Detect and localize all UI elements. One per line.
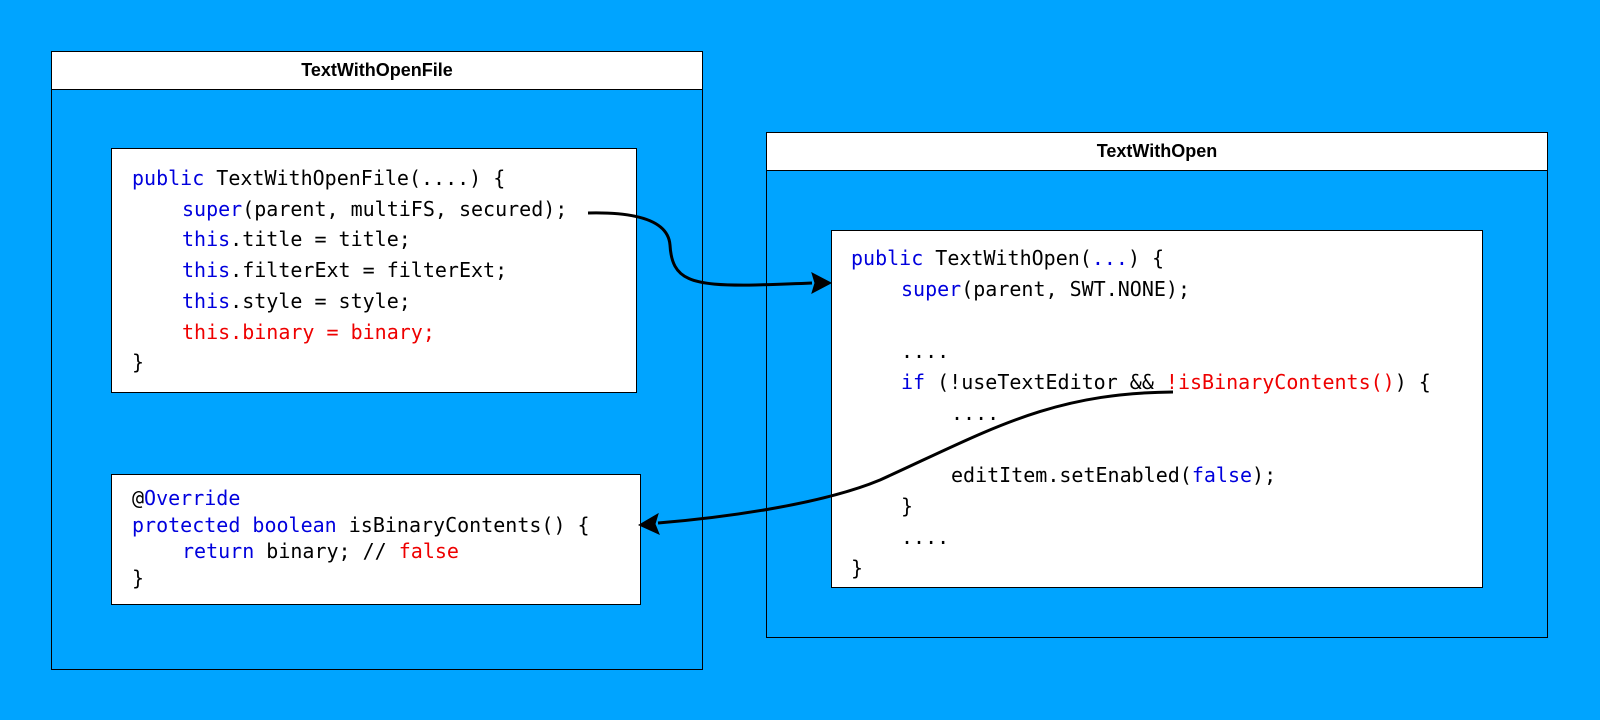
code-line: editItem.setEnabled(false);	[851, 460, 1482, 491]
code-text: ) {	[1394, 370, 1431, 394]
keyword: this	[182, 288, 231, 313]
code-line: if (!useTextEditor && !isBinaryContents(…	[851, 367, 1482, 398]
keyword: protected	[132, 512, 241, 537]
keyword: if	[901, 370, 926, 394]
code-line: }	[132, 565, 145, 590]
code-text-highlighted: !isBinaryContents()	[1165, 370, 1395, 394]
keyword: return	[182, 539, 255, 563]
code-line: super(parent, SWT.NONE);	[851, 274, 1482, 305]
keyword: false	[1191, 463, 1253, 487]
keyword: this	[182, 227, 231, 252]
code-line: this.style = style;	[132, 286, 636, 317]
code-text: .filterExt = filterExt;	[230, 258, 508, 283]
code-line: }	[901, 494, 914, 518]
code-text-highlighted: false	[398, 539, 459, 563]
code-line: @Override	[132, 485, 640, 512]
code-text: .style = style;	[230, 288, 411, 313]
code-text: editItem.setEnabled(	[951, 463, 1192, 487]
code-text: (parent, SWT.NONE);	[961, 277, 1190, 301]
code-text: isBinaryContents() {	[336, 512, 590, 537]
keyword: public	[851, 246, 924, 270]
code-line: return binary; // false	[132, 538, 640, 565]
code-text: (parent, multiFS, secured);	[242, 196, 568, 221]
code-line: }	[132, 350, 145, 375]
code-line: this.filterExt = filterExt;	[132, 255, 636, 286]
code-line: ....	[901, 525, 950, 549]
code-text: ...	[1091, 246, 1128, 270]
code-block-textwithopen-constructor: public TextWithOpen(...) {super(parent, …	[831, 230, 1483, 588]
annotation: Override	[144, 486, 241, 510]
code-text: ) {	[1127, 246, 1165, 270]
code-line: super(parent, multiFS, secured);	[132, 194, 636, 225]
code-line: public TextWithOpenFile(....) {	[132, 163, 636, 194]
code-text: (!useTextEditor &&	[925, 370, 1166, 394]
code-line: ....	[901, 339, 950, 363]
keyword: boolean	[252, 512, 337, 537]
code-text: );	[1252, 463, 1277, 487]
keyword: this	[182, 258, 231, 283]
code-text: @	[132, 486, 145, 510]
code-line: ....	[951, 401, 1000, 425]
code-text: .title = title;	[230, 227, 411, 252]
code-line: public TextWithOpen(...) {	[851, 243, 1482, 274]
code-text: TextWithOpen(	[923, 246, 1092, 270]
code-line: this.title = title;	[132, 224, 636, 255]
code-line: protected boolean isBinaryContents() {	[132, 512, 640, 539]
class-title: TextWithOpenFile	[52, 52, 702, 90]
keyword: public	[132, 166, 205, 190]
code-line-blank	[851, 305, 1482, 336]
code-line-highlighted: this.binary = binary;	[182, 319, 435, 344]
code-text: binary; //	[254, 539, 399, 563]
keyword: super	[901, 277, 962, 301]
class-title: TextWithOpen	[767, 133, 1547, 171]
code-block-textwithopenfile-constructor: public TextWithOpenFile(....) {super(par…	[111, 148, 637, 393]
code-line-blank	[851, 429, 1482, 460]
code-line: }	[851, 556, 864, 580]
keyword: super	[182, 196, 243, 221]
code-text: TextWithOpenFile(....) {	[204, 166, 506, 190]
